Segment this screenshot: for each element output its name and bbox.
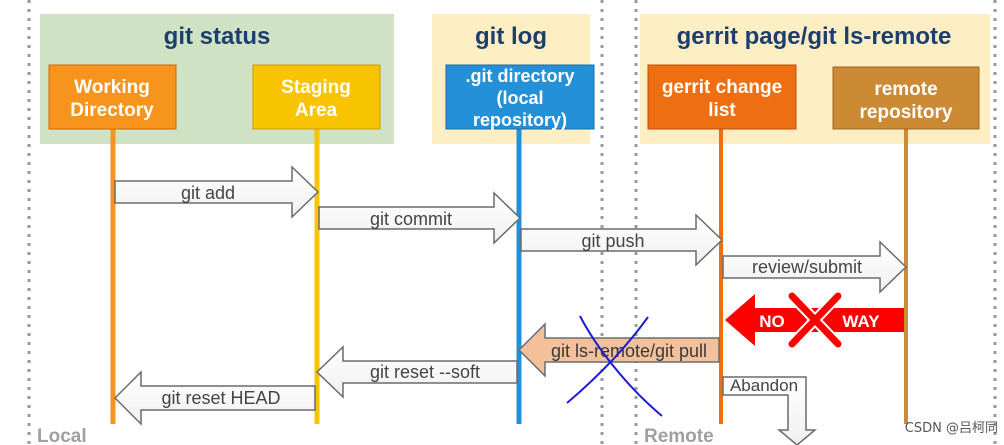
remote-repository-label-1: remote bbox=[874, 79, 937, 100]
reset-soft-arrow: git reset --soft bbox=[315, 345, 518, 399]
git-status-title: git status bbox=[164, 23, 271, 50]
git-add-arrow: git add bbox=[114, 165, 320, 219]
remote-repository-label-2: repository bbox=[860, 102, 953, 123]
git-log-title: git log bbox=[475, 23, 547, 50]
no-way-cross-icon bbox=[786, 290, 844, 350]
git-directory-box: .git directory (local repository) bbox=[445, 64, 595, 130]
git-commit-arrow: git commit bbox=[318, 191, 522, 245]
abandon-label: Abandon bbox=[730, 376, 798, 395]
gerrit-change-list-box: gerrit change list bbox=[647, 64, 797, 130]
git-push-arrow: git push bbox=[520, 213, 724, 267]
local-zone-label: Local bbox=[37, 426, 87, 445]
gerrit-change-list-label-2: list bbox=[708, 100, 736, 121]
git-directory-label-3: repository) bbox=[473, 110, 567, 130]
ls-remote-pull-arrow: git ls-remote/git pull bbox=[517, 322, 720, 378]
staging-area-box: Staging Area bbox=[252, 64, 381, 130]
git-commit-label: git commit bbox=[370, 209, 452, 229]
staging-area-label-2: Area bbox=[295, 100, 338, 121]
gerrit-title: gerrit page/git ls-remote bbox=[677, 23, 952, 50]
gerrit-change-list-label-1: gerrit change bbox=[662, 77, 782, 98]
csdn-watermark: CSDN @吕柯同 bbox=[905, 421, 998, 436]
reset-head-label: git reset HEAD bbox=[161, 388, 280, 408]
no-label: NO bbox=[759, 312, 785, 331]
remote-zone-label: Remote bbox=[644, 426, 714, 445]
no-way-arrow: NO WAY bbox=[725, 290, 904, 350]
ls-remote-pull-label: git ls-remote/git pull bbox=[551, 341, 707, 361]
way-label: WAY bbox=[842, 312, 880, 331]
git-directory-label-2: (local bbox=[496, 88, 543, 108]
reset-soft-label: git reset --soft bbox=[370, 362, 480, 382]
review-submit-label: review/submit bbox=[752, 257, 862, 277]
reset-head-arrow: git reset HEAD bbox=[113, 370, 316, 426]
git-add-label: git add bbox=[181, 183, 235, 203]
git-directory-label-1: .git directory bbox=[465, 66, 574, 86]
review-submit-arrow: review/submit bbox=[722, 240, 908, 294]
working-directory-label-1: Working bbox=[74, 77, 150, 98]
git-push-label: git push bbox=[581, 231, 644, 251]
remote-repository-box: remote repository bbox=[832, 66, 980, 130]
working-directory-label-2: Directory bbox=[70, 100, 154, 121]
abandon-arrow: Abandon bbox=[722, 376, 818, 445]
working-directory-box: Working Directory bbox=[48, 64, 177, 130]
staging-area-label-1: Staging bbox=[281, 77, 351, 98]
hand-drawn-cross-stroke-1 bbox=[579, 315, 663, 417]
hand-drawn-cross-stroke-2 bbox=[566, 316, 649, 404]
